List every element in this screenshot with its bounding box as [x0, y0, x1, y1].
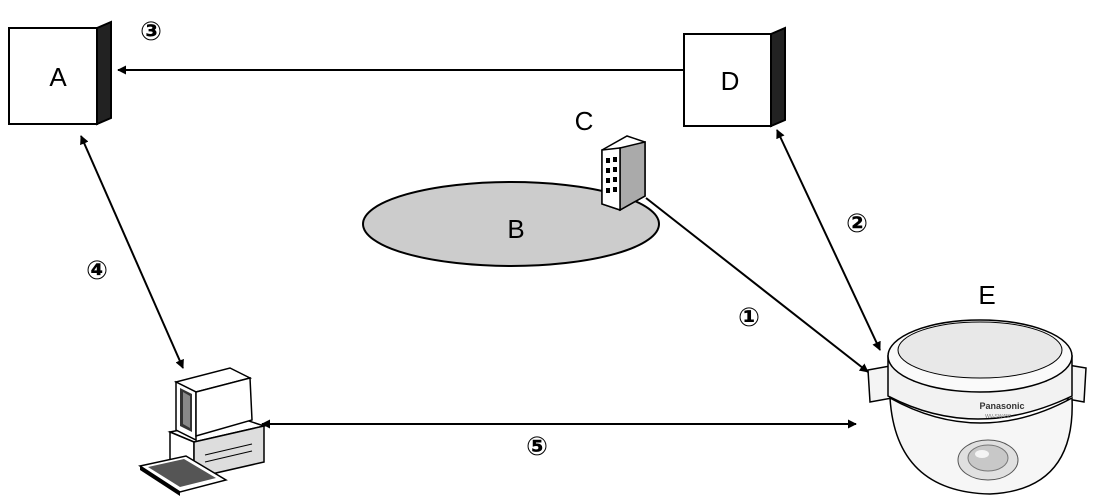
arrow-d-camera — [776, 129, 881, 351]
area-b-label: B — [507, 214, 524, 244]
arrow-c-to-camera — [645, 197, 869, 373]
step-5-label: ⑤ — [526, 432, 548, 462]
camera-model-text: WV-SW458 — [985, 414, 1011, 420]
camera-e-label: E — [978, 280, 995, 310]
box-a: A — [8, 20, 112, 126]
building-c-icon — [601, 135, 646, 212]
building-c-label: C — [575, 106, 594, 136]
box-d: D — [683, 26, 786, 128]
camera-brand-logo: Panasonic — [979, 401, 1024, 411]
box-a-label: A — [49, 62, 67, 92]
camera-e-icon: Panasonic WV-SW458 — [867, 319, 1087, 495]
step-4-label: ④ — [86, 256, 108, 286]
step-1-label: ① — [738, 303, 760, 333]
area-b: B — [362, 181, 660, 267]
computer-icon — [138, 367, 267, 496]
step-2-label: ② — [846, 209, 868, 239]
step-3-label: ③ — [140, 17, 162, 47]
box-d-label: D — [721, 66, 740, 96]
arrow-a-pc — [80, 135, 184, 369]
